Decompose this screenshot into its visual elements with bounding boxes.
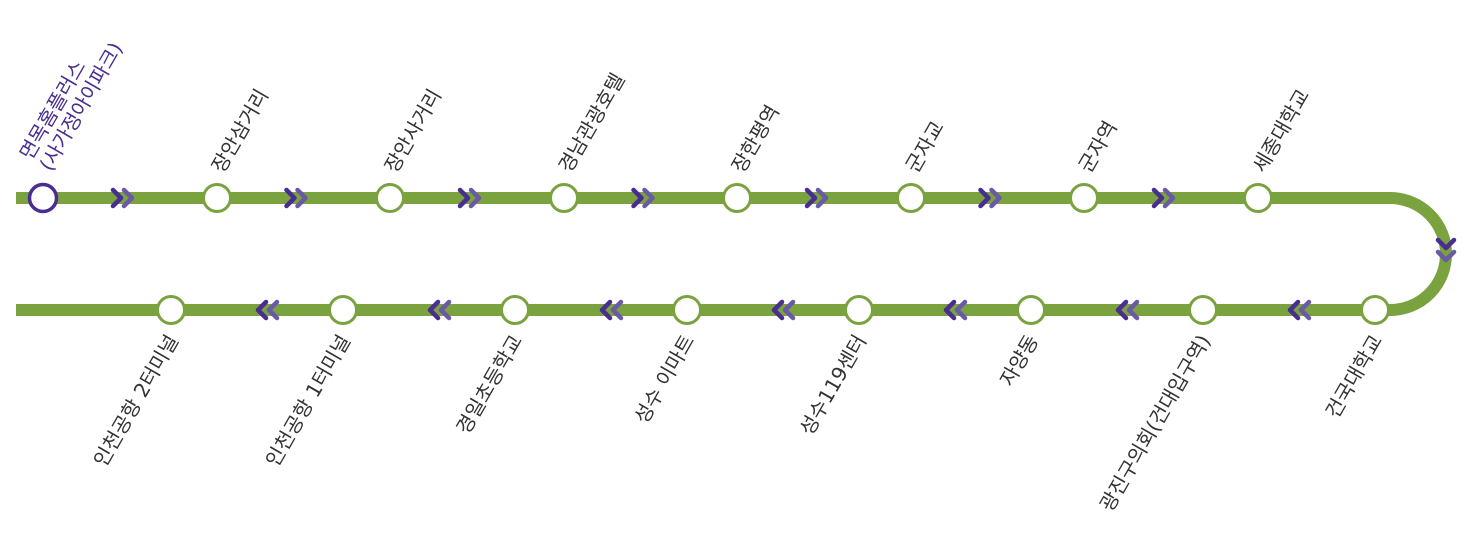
chevron-right-icon — [284, 187, 297, 209]
chevron-right-icon — [642, 187, 655, 209]
chevron-right-icon — [457, 187, 471, 209]
station-labels: 면목홈플러스(사가정아이파크) 장안삼거리 장안사거리 경남관광호텔 장한평역 군자교 군자… — [15, 26, 1388, 516]
chevron-left-icon — [438, 299, 452, 321]
chevron-left-icon — [954, 299, 968, 321]
station-marker[interactable] — [500, 295, 530, 325]
chevron-right-icon — [1151, 187, 1165, 209]
station-label: 장안사거리 — [380, 85, 447, 177]
chevron-right-icon — [815, 187, 829, 209]
chevron-right-icon — [295, 187, 308, 209]
station-marker[interactable] — [1188, 295, 1218, 325]
station-marker[interactable] — [1243, 183, 1273, 213]
chevron-left-icon — [599, 299, 613, 321]
station-marker[interactable] — [156, 295, 186, 325]
station-label: 세종대학교 — [1248, 85, 1315, 177]
station-marker[interactable] — [1360, 295, 1390, 325]
station-label: 경일초등학교 — [451, 331, 527, 439]
chevron-left-icon — [782, 299, 796, 321]
chevron-right-icon — [121, 187, 135, 209]
station-label: 성수 이마트 — [629, 331, 699, 428]
station-label: 인천공항 2터미널 — [89, 331, 184, 471]
station-label: 인천공항 1터미널 — [261, 331, 356, 471]
chevron-left-icon — [255, 299, 269, 321]
station-label: 자양동 — [995, 331, 1043, 391]
chevron-down-icon — [1435, 237, 1457, 251]
current-station-label: 면목홈플러스(사가정아이파크) — [15, 26, 128, 175]
chevron-right-icon — [631, 187, 644, 209]
station-label: 군자역 — [1074, 117, 1122, 177]
station-marker[interactable] — [844, 295, 874, 325]
station-marker[interactable] — [202, 183, 232, 213]
chevron-right-icon — [804, 187, 818, 209]
chevron-left-icon — [266, 299, 280, 321]
chevron-right-icon — [110, 187, 124, 209]
station-label: 경남관광호텔 — [554, 69, 630, 177]
direction-arrows — [110, 187, 1457, 321]
chevron-down-icon — [1435, 249, 1457, 263]
chevron-left-icon — [1115, 299, 1129, 321]
station-label: 장안삼거리 — [207, 85, 274, 177]
chevron-right-icon — [468, 187, 482, 209]
station-label: 장한평역 — [727, 101, 785, 177]
chevron-left-icon — [1287, 299, 1301, 321]
route-line-path — [16, 192, 1452, 316]
chevron-right-icon — [1162, 187, 1176, 209]
station-label: 성수119센터 — [795, 331, 872, 440]
chevron-left-icon — [943, 299, 957, 321]
station-marker[interactable] — [672, 295, 702, 325]
chevron-right-icon — [978, 187, 991, 209]
chevron-left-icon — [1126, 299, 1140, 321]
station-marker[interactable] — [375, 183, 405, 213]
station-label: 군자교 — [901, 117, 949, 177]
station-label: 건국대학교 — [1321, 331, 1388, 423]
chevron-left-icon — [427, 299, 441, 321]
chevron-right-icon — [989, 187, 1002, 209]
station-marker[interactable] — [896, 183, 926, 213]
station-marker[interactable] — [328, 295, 358, 325]
station-label: 광진구의회(건대입구역) — [1095, 331, 1216, 516]
chevron-left-icon — [1298, 299, 1312, 321]
current-station-marker[interactable] — [27, 182, 59, 214]
chevron-left-icon — [610, 299, 624, 321]
chevron-left-icon — [771, 299, 785, 321]
stations — [27, 182, 1390, 325]
station-marker[interactable] — [1016, 295, 1046, 325]
station-marker[interactable] — [549, 183, 579, 213]
station-marker[interactable] — [722, 183, 752, 213]
station-marker[interactable] — [1069, 183, 1099, 213]
route-line — [16, 192, 1452, 316]
